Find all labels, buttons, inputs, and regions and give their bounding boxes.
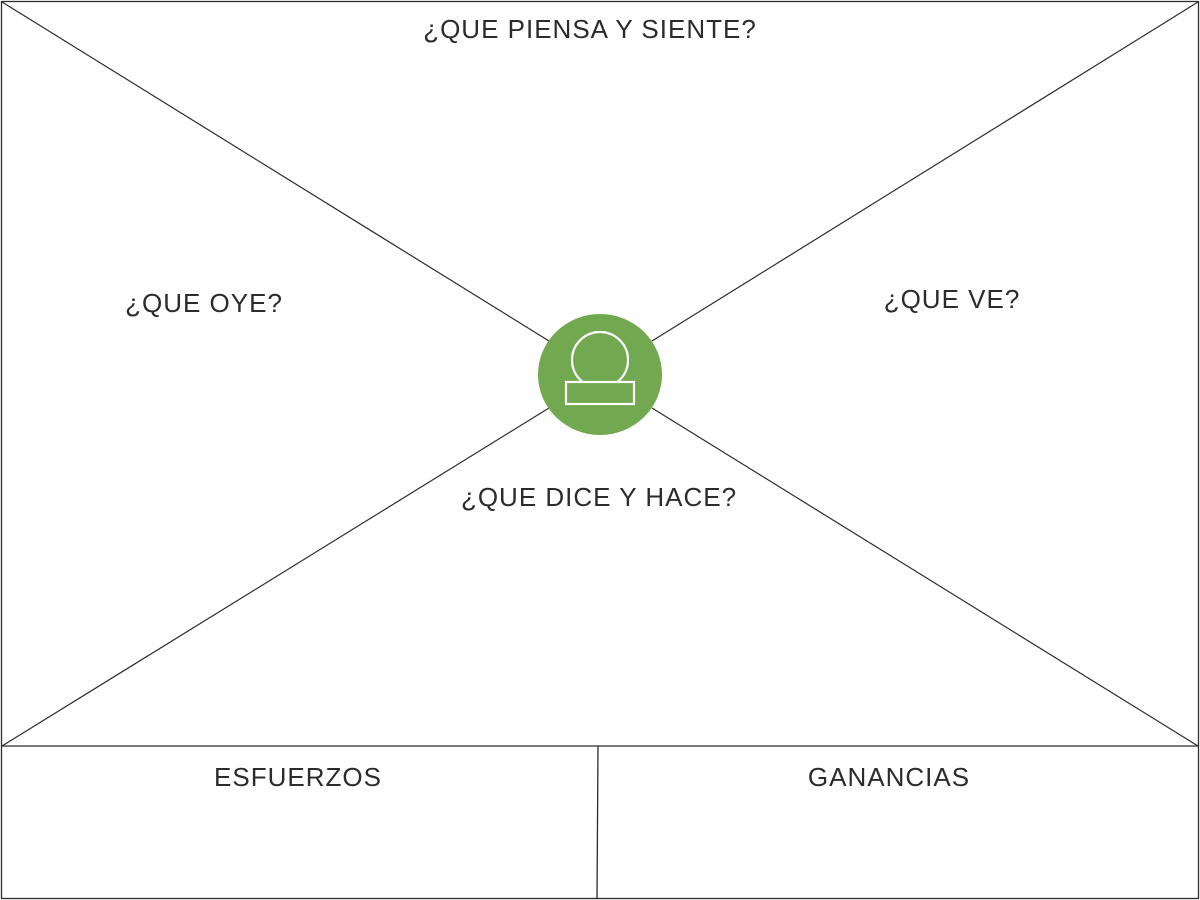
diagonal-top-right	[651, 1, 1199, 342]
hear-label: ¿QUE OYE?	[125, 288, 283, 318]
diagonal-bottom-right	[651, 407, 1199, 747]
user-icon	[538, 314, 662, 435]
think-feel-label: ¿QUE PIENSA Y SIENTE?	[423, 14, 757, 44]
say-do-label: ¿QUE DICE Y HACE?	[460, 482, 738, 512]
diagonal-top-left	[1, 1, 550, 342]
pains-label: ESFUERZOS	[214, 762, 382, 792]
diagonal-bottom-left	[1, 407, 550, 747]
persona-circle	[538, 314, 662, 435]
bottom-split-divider	[596, 745, 599, 900]
gains-label: GANANCIAS	[807, 762, 971, 792]
see-label: ¿QUE VE?	[883, 284, 1021, 314]
